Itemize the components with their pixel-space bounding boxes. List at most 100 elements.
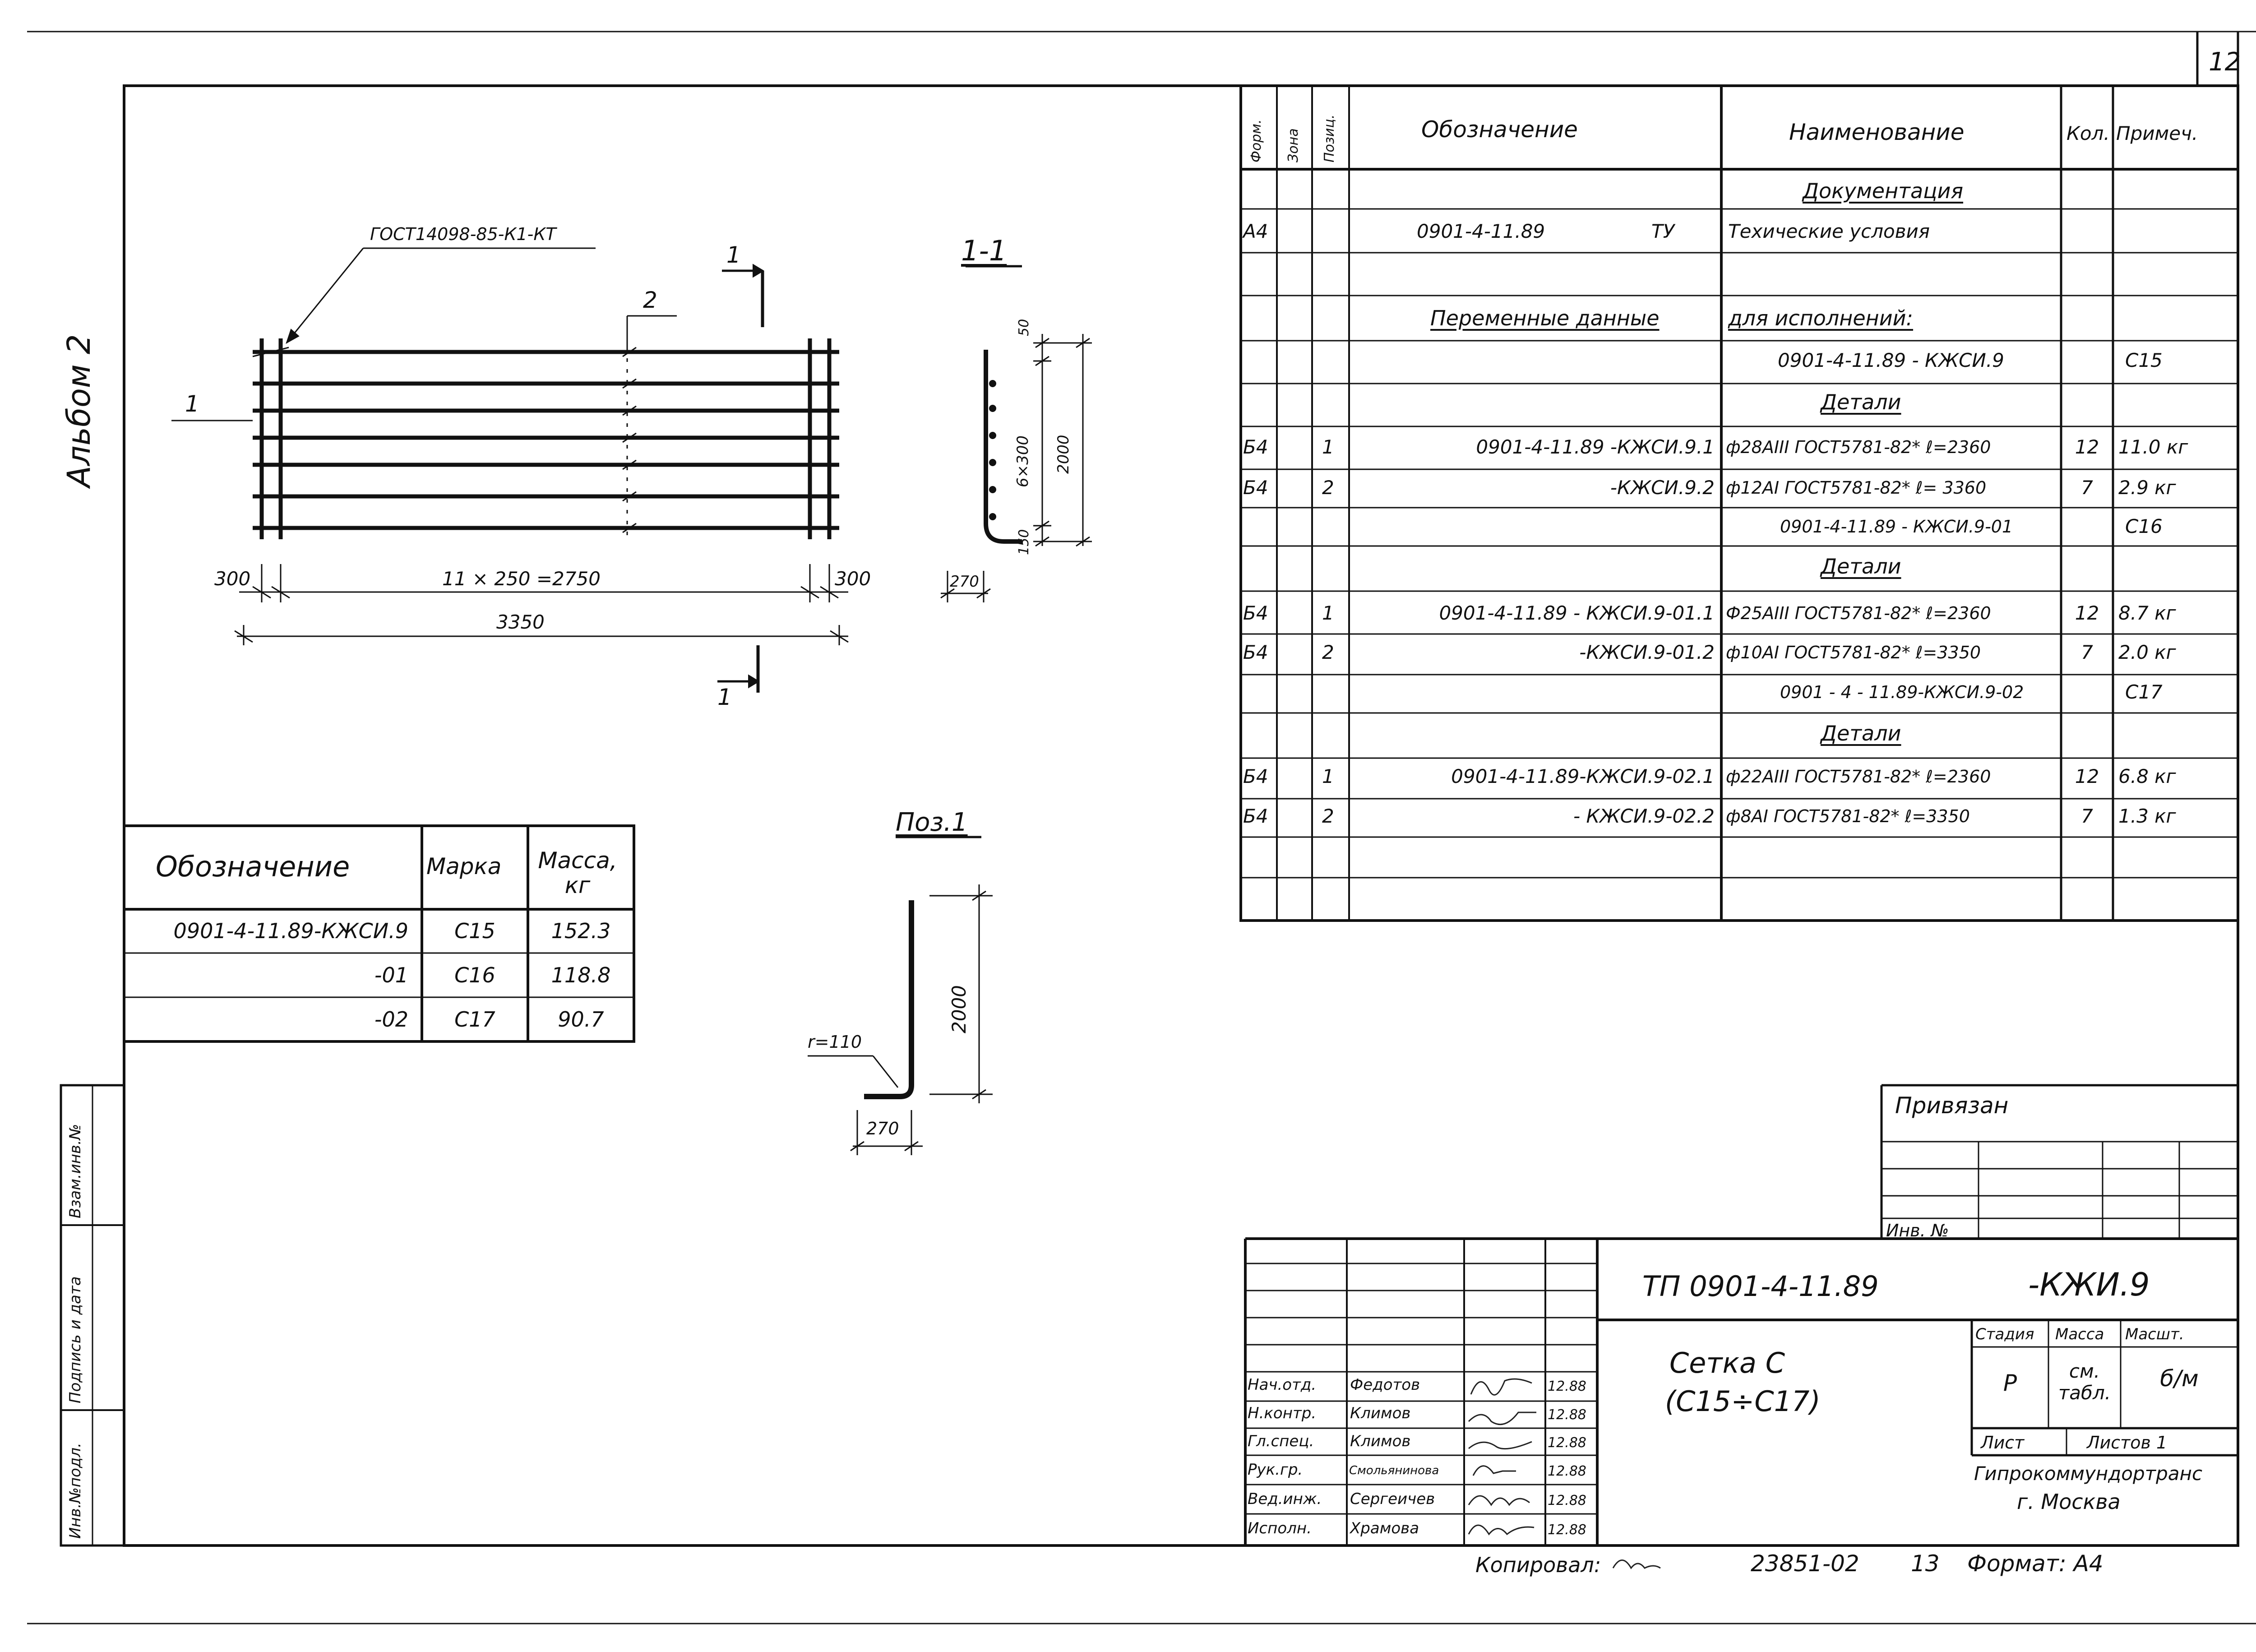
person-2-name: Климов <box>1350 1404 1411 1422</box>
spec-header-zone: Зона <box>1285 128 1301 162</box>
person-5-name: Сергеичев <box>1350 1490 1435 1508</box>
spec-row-14-name: ф22АIII ГОСТ5781-82* ℓ=2360 <box>1726 767 1991 787</box>
spec-row-10-format: Б4 <box>1243 602 1268 624</box>
mass-row-3-designation: -02 <box>374 1007 408 1032</box>
spec-row-7-pos: 2 <box>1322 477 1334 499</box>
mass-row-2-mass: 118.8 <box>551 963 611 987</box>
spec-row-11-format: Б4 <box>1243 641 1268 663</box>
mass-row-1-mass: 152.3 <box>551 919 611 943</box>
spec-row-12-note: С17 <box>2125 681 2163 703</box>
spec-row-15-pos: 2 <box>1322 805 1334 827</box>
title-mass: см. табл. <box>2058 1360 2111 1404</box>
title-doc: -КЖИ.9 <box>2028 1266 2150 1303</box>
title-scale-header: Масшт. <box>2125 1325 2184 1343</box>
title-stage-header: Стадия <box>1975 1325 2034 1343</box>
spec-row-14-designation: 0901-4-11.89-КЖСИ.9-02.1 <box>1451 765 1715 787</box>
footer-page: 13 <box>1911 1550 1940 1577</box>
spec-header-note: Примеч. <box>2116 122 2198 144</box>
dim-right: 300 <box>835 568 871 590</box>
spec-row-6-note: 11.0 кг <box>2118 436 2188 458</box>
dim-total: 3350 <box>496 611 545 633</box>
section-mark-top: 1 <box>726 242 741 268</box>
person-5-date: 12.88 <box>1548 1493 1586 1509</box>
spec-row-6-pos: 1 <box>1322 436 1334 458</box>
mass-table-header-mass: Масса, кг <box>538 847 617 898</box>
spec-row-details-1: Детали <box>1821 390 1901 414</box>
spec-row-6-name: ф28АIII ГОСТ5781-82* ℓ=2360 <box>1726 437 1991 457</box>
spec-header-format: Форм. <box>1248 119 1264 162</box>
person-1-role: Нач.отд. <box>1248 1376 1317 1394</box>
spec-row-11-designation: -КЖСИ.9-01.2 <box>1579 641 1715 663</box>
spec-row-7-format: Б4 <box>1243 477 1268 499</box>
signatures <box>1468 1378 1661 1569</box>
person-2-date: 12.88 <box>1548 1407 1586 1423</box>
spec-row-4-name: 0901-4-11.89 - КЖСИ.9 <box>1778 349 2004 371</box>
spec-row-1-designation: 0901-4-11.89 <box>1417 220 1545 242</box>
spec-row-14-qty: 12 <box>2075 765 2099 787</box>
spec-row-15-qty: 7 <box>2081 805 2093 827</box>
title-name-line2: (С15÷С17) <box>1665 1385 1821 1418</box>
spec-row-7-note: 2.9 кг <box>2118 477 2176 499</box>
spec-row-10-note: 8.7 кг <box>2118 602 2176 624</box>
stamp-inv-original: Инв.№подл. <box>66 1443 84 1539</box>
spec-row-14-format: Б4 <box>1243 765 1268 787</box>
spec-row-11-qty: 7 <box>2081 641 2093 663</box>
title-sheets-header: Листов 1 <box>2087 1433 2168 1453</box>
footer-format: Формат: А4 <box>1967 1550 2103 1577</box>
person-2-role: Н.контр. <box>1248 1404 1317 1422</box>
binding-title: Привязан <box>1895 1092 2009 1119</box>
spec-row-14-note: 6.8 кг <box>2118 765 2176 787</box>
section-dim-width: 270 <box>950 573 979 591</box>
person-1-name: Федотов <box>1350 1376 1420 1394</box>
spec-row-11-name: ф10АI ГОСТ5781-82* ℓ=3350 <box>1726 643 1981 662</box>
spec-row-variable-data: Переменные данные <box>1430 306 1660 330</box>
title-code: ТП 0901-4-11.89 <box>1642 1270 1879 1303</box>
dim-spacing: 11 × 250 =2750 <box>442 568 601 590</box>
spec-row-15-name: ф8АI ГОСТ5781-82* ℓ=3350 <box>1726 806 1970 826</box>
section-mark-left: 1 <box>185 391 199 417</box>
mass-row-1-designation: 0901-4-11.89-КЖСИ.9 <box>173 919 408 943</box>
dim-left: 300 <box>214 568 251 590</box>
spec-row-for-versions: для исполнений: <box>1728 306 1914 330</box>
footer-number: 23851-02 <box>1751 1550 1859 1577</box>
spec-header-name: Наименование <box>1789 119 1965 145</box>
section-title: 1-1 <box>961 234 1007 267</box>
spec-row-7-qty: 7 <box>2081 477 2093 499</box>
stamp-signature-date: Подпись и дата <box>66 1276 84 1403</box>
person-6-date: 12.88 <box>1548 1522 1586 1538</box>
spec-row-7-name: ф12АI ГОСТ5781-82* ℓ= 3360 <box>1726 478 1987 498</box>
spec-row-documentation: Документация <box>1803 179 1964 203</box>
title-mass-header: Масса <box>2055 1325 2104 1343</box>
mass-table-header-mark: Марка <box>426 853 502 879</box>
person-6-role: Исполн. <box>1248 1519 1312 1537</box>
spec-row-1-format: А4 <box>1243 220 1268 242</box>
spec-row-10-qty: 12 <box>2075 602 2099 624</box>
callout-2: 2 <box>643 287 657 313</box>
title-scale: б/м <box>2160 1365 2199 1392</box>
spec-header-designation: Обозначение <box>1421 116 1578 143</box>
person-5-role: Вед.инж. <box>1248 1490 1322 1508</box>
mass-row-1-mark: С15 <box>454 919 495 943</box>
footer-copied: Копировал: <box>1475 1553 1601 1577</box>
title-org-line1: Гипрокоммундортранс <box>1974 1462 2203 1485</box>
title-name-line1: Сетка С <box>1669 1347 1785 1379</box>
pos-dim-height: 2000 <box>948 985 970 1033</box>
pos-title: Поз.1 <box>896 808 968 837</box>
spec-row-10-name: Ф25АIII ГОСТ5781-82* ℓ=2360 <box>1726 603 1991 623</box>
person-1-date: 12.88 <box>1548 1379 1586 1394</box>
spec-header-qty: Кол. <box>2066 122 2110 144</box>
mass-row-3-mass: 90.7 <box>558 1007 604 1032</box>
spec-row-7-designation: -КЖСИ.9.2 <box>1610 477 1715 499</box>
spec-row-10-designation: 0901-4-11.89 - КЖСИ.9-01.1 <box>1439 602 1715 624</box>
section-dim-bottom: 150 <box>1016 529 1032 555</box>
spec-row-4-note: С15 <box>2125 349 2163 371</box>
spec-header-pos: Позиц. <box>1322 114 1337 162</box>
person-6-name: Храмова <box>1350 1519 1419 1537</box>
section-dim-top: 50 <box>1016 319 1032 336</box>
person-3-role: Гл.спец. <box>1248 1432 1314 1450</box>
binding-inv: Инв. № <box>1886 1221 1949 1240</box>
spec-row-11-pos: 2 <box>1322 641 1334 663</box>
spec-row-details-3: Детали <box>1821 721 1901 745</box>
spec-row-10-pos: 1 <box>1322 602 1334 624</box>
